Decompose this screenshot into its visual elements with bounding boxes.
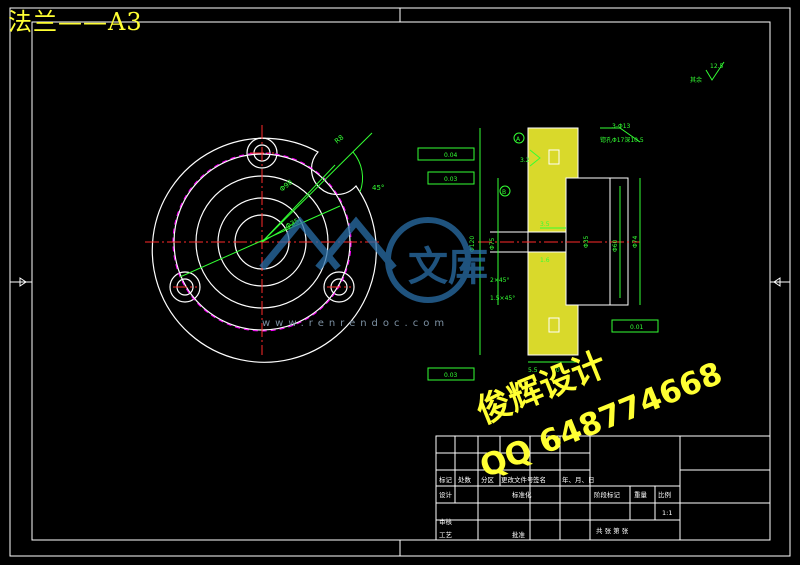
dim-74: Φ74 [632,235,639,248]
dim-chamfer-2: 1.5×45° [490,295,515,302]
section-hatch-top [527,127,579,233]
tb-change-doc: 更改文件号 [501,475,534,484]
tb-stage-mark: 阶段标记 [594,490,621,499]
bolt-hole-3 [323,271,355,303]
dim-chamfer-1: 2×45° [490,277,509,284]
tol-runout: 0.01 [630,324,644,331]
datum-b: B [502,189,506,196]
tb-date: 年、月、日 [562,475,595,484]
svg-text:其余: 其余 [690,76,702,84]
section-hatch-bottom [527,251,579,356]
tb-scale: 比例 [658,490,671,499]
svg-text:12.5: 12.5 [710,63,724,70]
front-dim-arc: R8 [333,133,345,145]
tb-marks: 标记 [439,475,453,484]
dim-35: Φ35 [583,235,590,248]
dim-75: Φ75 [489,237,496,250]
front-dim-bolt-circle: Φ98 [278,178,294,193]
bolt-hole-2 [169,271,201,303]
front-dim-angle: 45° [372,184,384,192]
front-view: R8 45° Φ98 Φ35 [145,125,384,363]
drawing-title: 法兰——A3 [8,8,143,36]
dim-counterbore: 锪孔Φ17深10.5 [600,136,644,144]
tol-parallel: 0.03 [444,372,458,379]
tb-standardize: 标准化 [512,490,532,499]
watermark-site: www.renrendoc.com [262,318,450,329]
dim-60: Φ60 [612,239,619,252]
dim-120: Φ120 [469,236,476,252]
tb-check: 审核 [439,517,453,526]
ra-1-6: 1.6 [540,257,550,264]
tb-count: 处数 [458,475,472,484]
dim-len-55: 5.5 [528,367,538,374]
tol-flatness: 0.04 [444,152,458,159]
dim-len-20: 20 [552,367,560,374]
tb-approve: 批准 [512,530,526,539]
tb-sheets: 共 张 第 张 [596,526,629,535]
tb-scale-value: 1:1 [662,509,672,517]
logo-watermark: 文库 [259,216,488,303]
tb-weight: 重量 [634,491,648,499]
dim-holes: 3-Φ13 [612,123,631,130]
dim-len-35: 3.5 [540,221,550,228]
datum-a: A [516,136,521,143]
ra-3-2: 3.2 [520,157,530,164]
drawing-frame [9,7,791,557]
tol-perp: 0.03 [444,176,458,183]
leader-angle [261,132,373,243]
logo-char: 文库 [408,244,488,290]
section-view: 3-Φ13 锪孔Φ17深10.5 0.04 0.03 0.01 0.03 A B… [417,123,659,381]
roughness-note: 其余 12.5 [690,61,725,84]
tb-zone: 分区 [481,475,495,484]
tb-design: 设计 [439,490,453,499]
tb-sign: 签名 [533,475,546,484]
title-block [435,435,771,541]
tb-process: 工艺 [439,531,453,539]
